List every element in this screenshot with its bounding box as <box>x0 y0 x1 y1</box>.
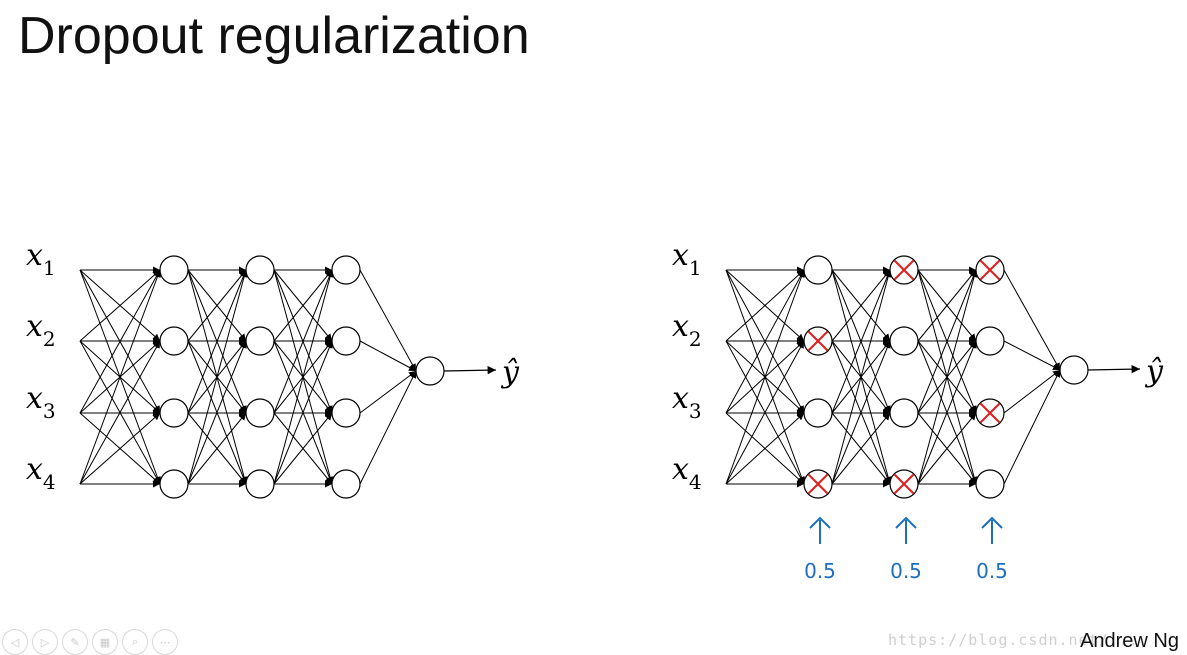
input-label: x3 <box>26 381 56 423</box>
keep-prob-label: 0.5 <box>804 559 836 583</box>
input-label: x3 <box>672 381 702 423</box>
edge <box>187 412 247 485</box>
edge <box>725 412 805 485</box>
edge <box>917 269 978 485</box>
dropout-x-mark <box>979 259 1001 281</box>
edge <box>831 269 891 414</box>
hidden-node <box>245 326 275 356</box>
edge <box>359 370 417 414</box>
edge <box>79 412 161 485</box>
edge <box>1003 369 1061 414</box>
edge <box>831 412 891 485</box>
dropout-x-mark <box>893 473 915 495</box>
edge <box>725 269 805 342</box>
dropout-x-mark <box>807 330 829 352</box>
zoom-icon[interactable]: ⌕ <box>122 629 148 655</box>
hidden-node <box>803 398 833 428</box>
hidden-node <box>159 326 189 356</box>
output-arrow <box>443 365 497 375</box>
more-icon[interactable]: ⋯ <box>152 629 178 655</box>
input-label: x2 <box>26 309 56 351</box>
edge <box>831 269 892 485</box>
edge <box>273 340 333 485</box>
author-signature: Andrew Ng <box>1080 630 1179 652</box>
prev-icon[interactable]: ◁ <box>2 629 28 655</box>
edge <box>917 340 977 485</box>
hidden-node <box>331 326 361 356</box>
hidden-node <box>159 398 189 428</box>
edge <box>725 340 805 485</box>
slide-title: Dropout regularization <box>18 7 530 65</box>
hidden-node <box>159 469 189 499</box>
hidden-node <box>975 326 1005 356</box>
hidden-node <box>889 398 919 428</box>
hidden-node <box>331 398 361 428</box>
output-arrow <box>1087 364 1141 374</box>
output-node <box>415 356 445 386</box>
keep-prob-arrowhead <box>809 516 831 529</box>
dropout-x-mark <box>807 473 829 495</box>
edge <box>725 269 805 485</box>
edge <box>79 269 161 342</box>
edge <box>725 269 805 414</box>
edge <box>79 269 161 414</box>
edge <box>273 269 333 414</box>
hidden-node <box>331 255 361 285</box>
keep-prob-arrowhead <box>895 516 917 529</box>
network-edges <box>725 266 1061 488</box>
hidden-node <box>245 398 275 428</box>
next-icon[interactable]: ▷ <box>32 629 58 655</box>
edge <box>1003 340 1061 371</box>
edge <box>273 269 334 485</box>
edge <box>187 269 247 414</box>
network-edges <box>79 266 417 488</box>
edge <box>1003 269 1061 371</box>
pen-icon[interactable]: ✎ <box>62 629 88 655</box>
full-network: x1 x2 x3 x4 ŷ <box>26 238 520 499</box>
edge <box>917 269 977 414</box>
keep-prob-label: 0.5 <box>890 559 922 583</box>
dropout-x-mark <box>979 402 1001 424</box>
edge <box>79 340 161 485</box>
watermark: https://blog.csdn.net/... <box>888 631 1139 649</box>
keep-prob-label: 0.5 <box>976 559 1008 583</box>
hidden-node <box>975 469 1005 499</box>
slides-icon[interactable]: ▦ <box>92 629 118 655</box>
edge <box>187 340 247 485</box>
hidden-node <box>331 469 361 499</box>
keep-prob-annotations: 0.5 0.5 0.5 <box>804 516 1008 583</box>
edge <box>917 412 977 485</box>
dropout-network: x1 x2 x3 x4 ŷ 0.5 0.5 0.5 <box>672 238 1164 583</box>
edge <box>187 269 247 342</box>
edge <box>273 412 333 485</box>
input-label: x1 <box>26 238 56 280</box>
edge <box>831 340 891 485</box>
edge <box>1003 369 1061 485</box>
input-label: x4 <box>672 452 702 494</box>
edge <box>79 269 161 485</box>
edge <box>187 269 248 485</box>
edge <box>831 269 891 342</box>
edge <box>917 269 977 342</box>
hidden-node <box>159 255 189 285</box>
hidden-node <box>245 255 275 285</box>
edge <box>359 269 417 372</box>
dropout-x-mark <box>893 259 915 281</box>
hidden-node <box>889 326 919 356</box>
input-label: x1 <box>672 238 702 280</box>
keep-prob-arrowhead <box>981 516 1003 529</box>
edge <box>359 370 417 485</box>
input-label: x4 <box>26 452 56 494</box>
hidden-node <box>245 469 275 499</box>
input-label: x2 <box>672 309 702 351</box>
edge <box>359 340 417 372</box>
output-label: ŷ <box>500 355 520 390</box>
presentation-toolbar: ◁▷✎▦⌕⋯ <box>2 629 178 655</box>
hidden-node <box>803 255 833 285</box>
edge <box>273 269 333 342</box>
output-node <box>1059 355 1089 385</box>
output-label: ŷ <box>1144 354 1164 389</box>
